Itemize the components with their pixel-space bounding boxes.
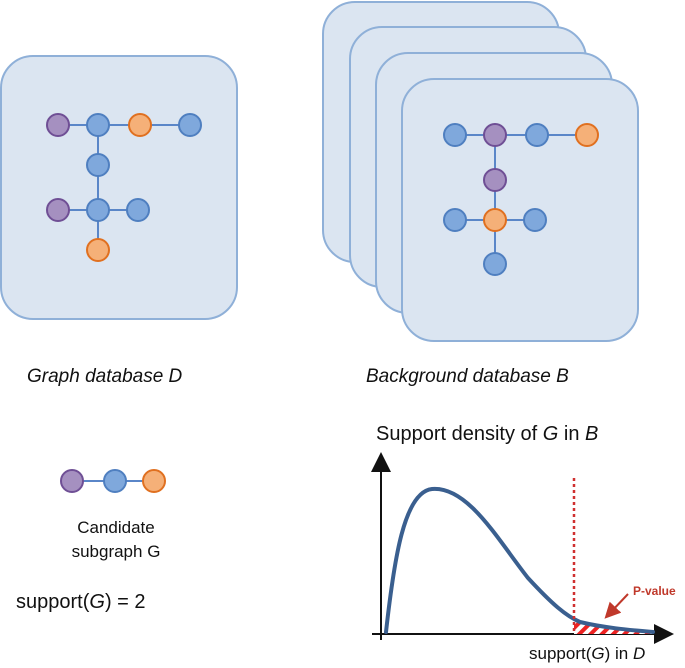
graph_b-node-blue bbox=[483, 252, 507, 276]
graph-db-panel bbox=[0, 55, 238, 320]
graph_b-node-orange bbox=[483, 208, 507, 232]
graph_b-node-orange bbox=[575, 123, 599, 147]
graph_b-node-blue bbox=[523, 208, 547, 232]
graph-d bbox=[46, 113, 202, 262]
candidate-node-orange bbox=[142, 469, 166, 493]
graph_b-node-blue bbox=[525, 123, 549, 147]
graph_b-node-blue bbox=[443, 208, 467, 232]
graph_b-node-purple bbox=[483, 168, 507, 192]
density-title: Support density of G in B bbox=[376, 423, 599, 445]
support-label: support(G) = 2 bbox=[16, 591, 146, 613]
candidate-label: Candidate subgraph G bbox=[56, 516, 176, 564]
graph-b bbox=[443, 123, 599, 276]
graph_b-node-blue bbox=[443, 123, 467, 147]
candidate-label-line2: subgraph G bbox=[71, 542, 161, 561]
pvalue-arrow bbox=[604, 593, 629, 619]
background-db-label: Background database B bbox=[366, 366, 569, 387]
candidate-label-line1: Candidate bbox=[77, 518, 155, 537]
graph-db-label: Graph database D bbox=[27, 366, 183, 387]
graph_d-node-purple bbox=[46, 113, 70, 137]
graph_d-node-orange bbox=[86, 238, 110, 262]
pvalue-label: P-value bbox=[633, 584, 676, 598]
graph_d-node-purple bbox=[46, 198, 70, 222]
graph_d-node-blue bbox=[86, 113, 110, 137]
candidate-subgraph bbox=[60, 469, 166, 493]
graph_d-node-blue bbox=[178, 113, 202, 137]
graph_d-node-blue bbox=[126, 198, 150, 222]
background-db-panel-1 bbox=[401, 78, 639, 342]
graph_d-node-orange bbox=[128, 113, 152, 137]
density-curve bbox=[384, 486, 655, 634]
graph_d-node-blue bbox=[86, 198, 110, 222]
density-plot bbox=[371, 452, 674, 644]
candidate-node-blue bbox=[103, 469, 127, 493]
x-axis-label: support(G) in D bbox=[529, 644, 646, 663]
graph_d-node-blue bbox=[86, 153, 110, 177]
candidate-node-purple bbox=[60, 469, 84, 493]
graph_b-node-purple bbox=[483, 123, 507, 147]
